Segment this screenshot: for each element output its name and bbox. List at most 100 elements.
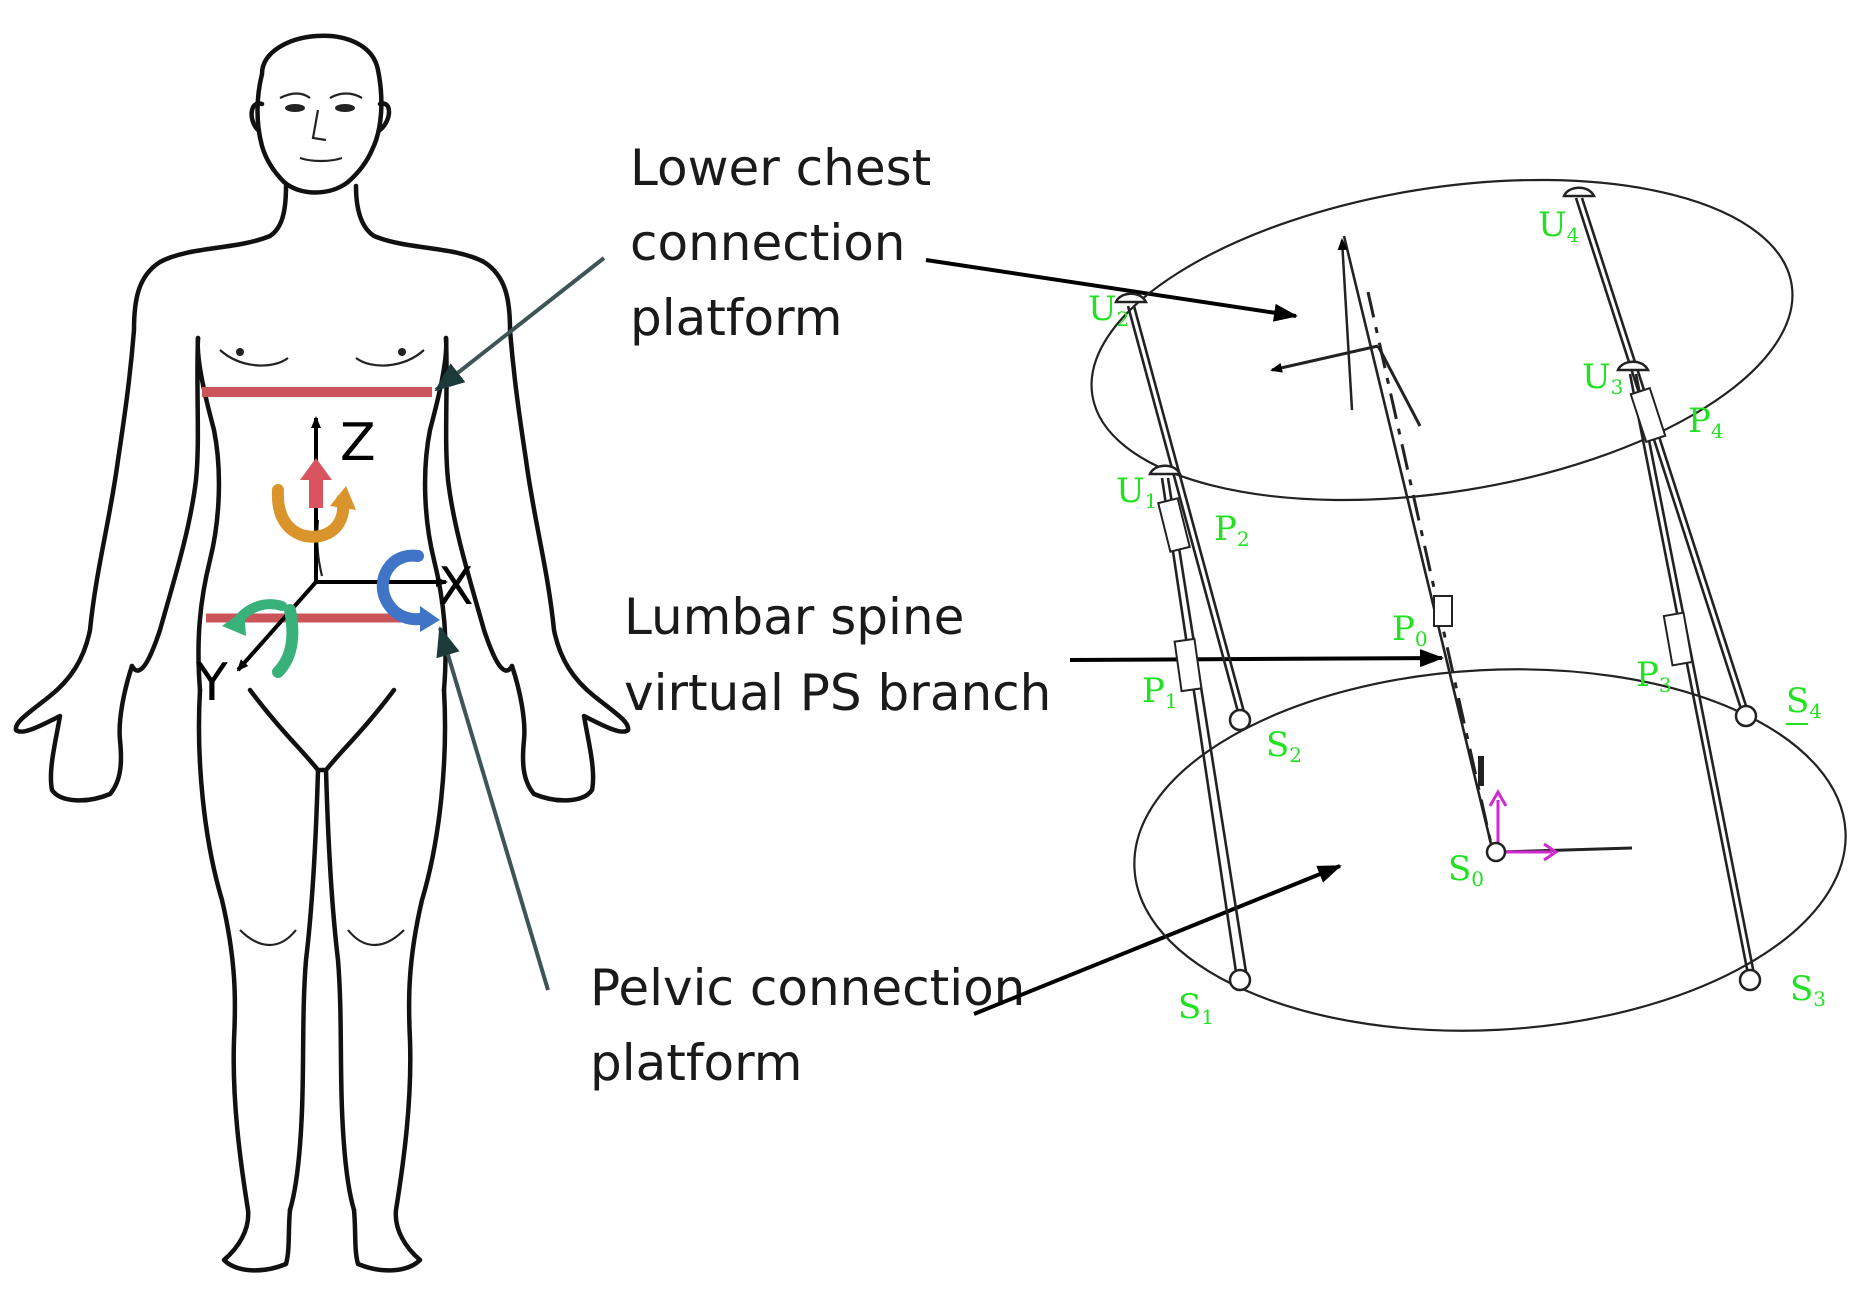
x-axis-label: X [438, 557, 474, 617]
p3-slider [1662, 611, 1694, 667]
y-axis-label: Y [195, 653, 228, 713]
pelvic-callout-arrow [973, 864, 1342, 1016]
left-leg-outer [196, 687, 293, 1273]
left-body-contour [13, 183, 289, 803]
right-inner-arm [443, 335, 515, 673]
x-rotation-arrow-head [420, 606, 440, 632]
left-eye [285, 104, 305, 112]
left-ear [249, 101, 265, 133]
right-eyebrow [329, 92, 363, 99]
right-leg-outer [351, 687, 448, 1273]
right-leg-inner [323, 767, 357, 1213]
s4-marker [1734, 704, 1758, 728]
label-u1: U1 [1116, 471, 1157, 513]
left-leg-inner [287, 767, 321, 1213]
chest-pointer-arrow [434, 256, 606, 392]
lumbar-callout-line-1: Lumbar spine [624, 588, 964, 646]
u2-marker [1114, 292, 1149, 304]
label-p3: P3 [1636, 655, 1672, 697]
u1-marker [1148, 464, 1183, 476]
y-axis-line [236, 580, 318, 672]
s-joint-markers [1228, 704, 1762, 992]
crotch [247, 687, 397, 773]
p4-slider [1629, 386, 1667, 444]
s1-marker [1228, 968, 1252, 992]
head-outline [255, 33, 384, 195]
z-axis-label: Z [340, 413, 376, 473]
p0-slider [1433, 595, 1453, 627]
branch-2-rod [1126, 305, 1240, 713]
lumbar-callout-line-2: virtual PS branch [624, 664, 1051, 722]
left-nipple [236, 348, 244, 356]
right-nipple [398, 348, 406, 356]
u4-marker [1562, 186, 1597, 198]
x-rotation-arrow [376, 549, 432, 626]
human-body-outline [13, 33, 631, 1273]
dof-arrows [222, 458, 440, 678]
label-s2: S2 [1266, 725, 1302, 767]
central-branch-dashed [1366, 291, 1494, 849]
right-pec [355, 349, 425, 367]
label-u4: U4 [1538, 205, 1579, 247]
body-coordinate-frame: Z X Y [195, 413, 474, 713]
z-rotation-arrow [271, 484, 349, 543]
central-lower-tick [1478, 756, 1484, 786]
p2-slider [1157, 497, 1191, 553]
y-rotation-arrow-lower [272, 604, 299, 678]
chest-callout-arrow [925, 258, 1298, 322]
s3-marker [1738, 968, 1762, 992]
label-p1: P1 [1142, 671, 1178, 713]
branch-3-rod [1628, 373, 1750, 975]
label-s3: S3 [1790, 969, 1826, 1011]
z-rotation-arrow-head [330, 486, 356, 510]
chest-callout-line-2: connection [630, 214, 906, 272]
z-translation-arrow-head [300, 458, 332, 480]
central-direction-arrow [1337, 238, 1354, 411]
mouth [299, 156, 343, 163]
u-joint-markers [1114, 186, 1651, 476]
branch-4-rod [1574, 197, 1744, 713]
lumbar-callout-arrow [1069, 649, 1444, 668]
right-knee [347, 929, 405, 946]
nose [311, 109, 327, 142]
label-u3: U3 [1582, 357, 1623, 399]
z-translation-arrow-shaft [309, 478, 323, 508]
right-ear [377, 101, 392, 133]
y-rotation-arrow-head [222, 610, 246, 636]
right-body-contour [353, 183, 631, 803]
label-s1: S1 [1178, 987, 1214, 1029]
lower-platform-ellipse [1133, 668, 1847, 1032]
branch-1-rod [1160, 477, 1238, 973]
upper-frame-arrow [1270, 344, 1379, 373]
label-p4: P4 [1688, 401, 1724, 443]
left-inner-arm [129, 335, 201, 673]
pelvic-callout-line-2: platform [590, 1034, 802, 1092]
left-pec [219, 349, 289, 367]
label-s0: S0 [1448, 849, 1484, 891]
p1-slider [1173, 637, 1203, 693]
right-eye [335, 104, 355, 112]
label-p2: P2 [1214, 509, 1250, 551]
lumbar-callout: Lumbar spine virtual PS branch [624, 588, 1051, 722]
upper-platform-ellipse [1090, 178, 1794, 502]
label-p0: P0 [1392, 609, 1428, 651]
parallel-mechanism: U2 U1 U4 U3 P0 P1 P2 P3 P4 S0 S1 S2 S3 S… [1088, 178, 1847, 1032]
pelvic-callout: Pelvic connection platform [590, 959, 1025, 1092]
chest-callout-line-3: platform [630, 289, 842, 347]
chest-callout-line-1: Lower chest [630, 139, 931, 197]
joint-labels: U2 U1 U4 U3 P0 P1 P2 P3 P4 S0 S1 S2 S3 S… [1088, 205, 1826, 1029]
s2-marker [1228, 708, 1252, 732]
label-u2: U2 [1088, 289, 1129, 331]
label-s4: S4 [1786, 681, 1822, 723]
upper-frame-line [1376, 345, 1422, 427]
left-eyebrow [279, 92, 311, 99]
pelvic-callout-line-1: Pelvic connection [590, 959, 1025, 1017]
central-branch-rod [1342, 235, 1494, 849]
left-knee [239, 929, 297, 946]
pelvic-pointer-arrow [436, 626, 550, 991]
u3-marker [1616, 360, 1651, 372]
s0-marker [1485, 841, 1507, 863]
chest-callout: Lower chest connection platform [630, 139, 931, 347]
